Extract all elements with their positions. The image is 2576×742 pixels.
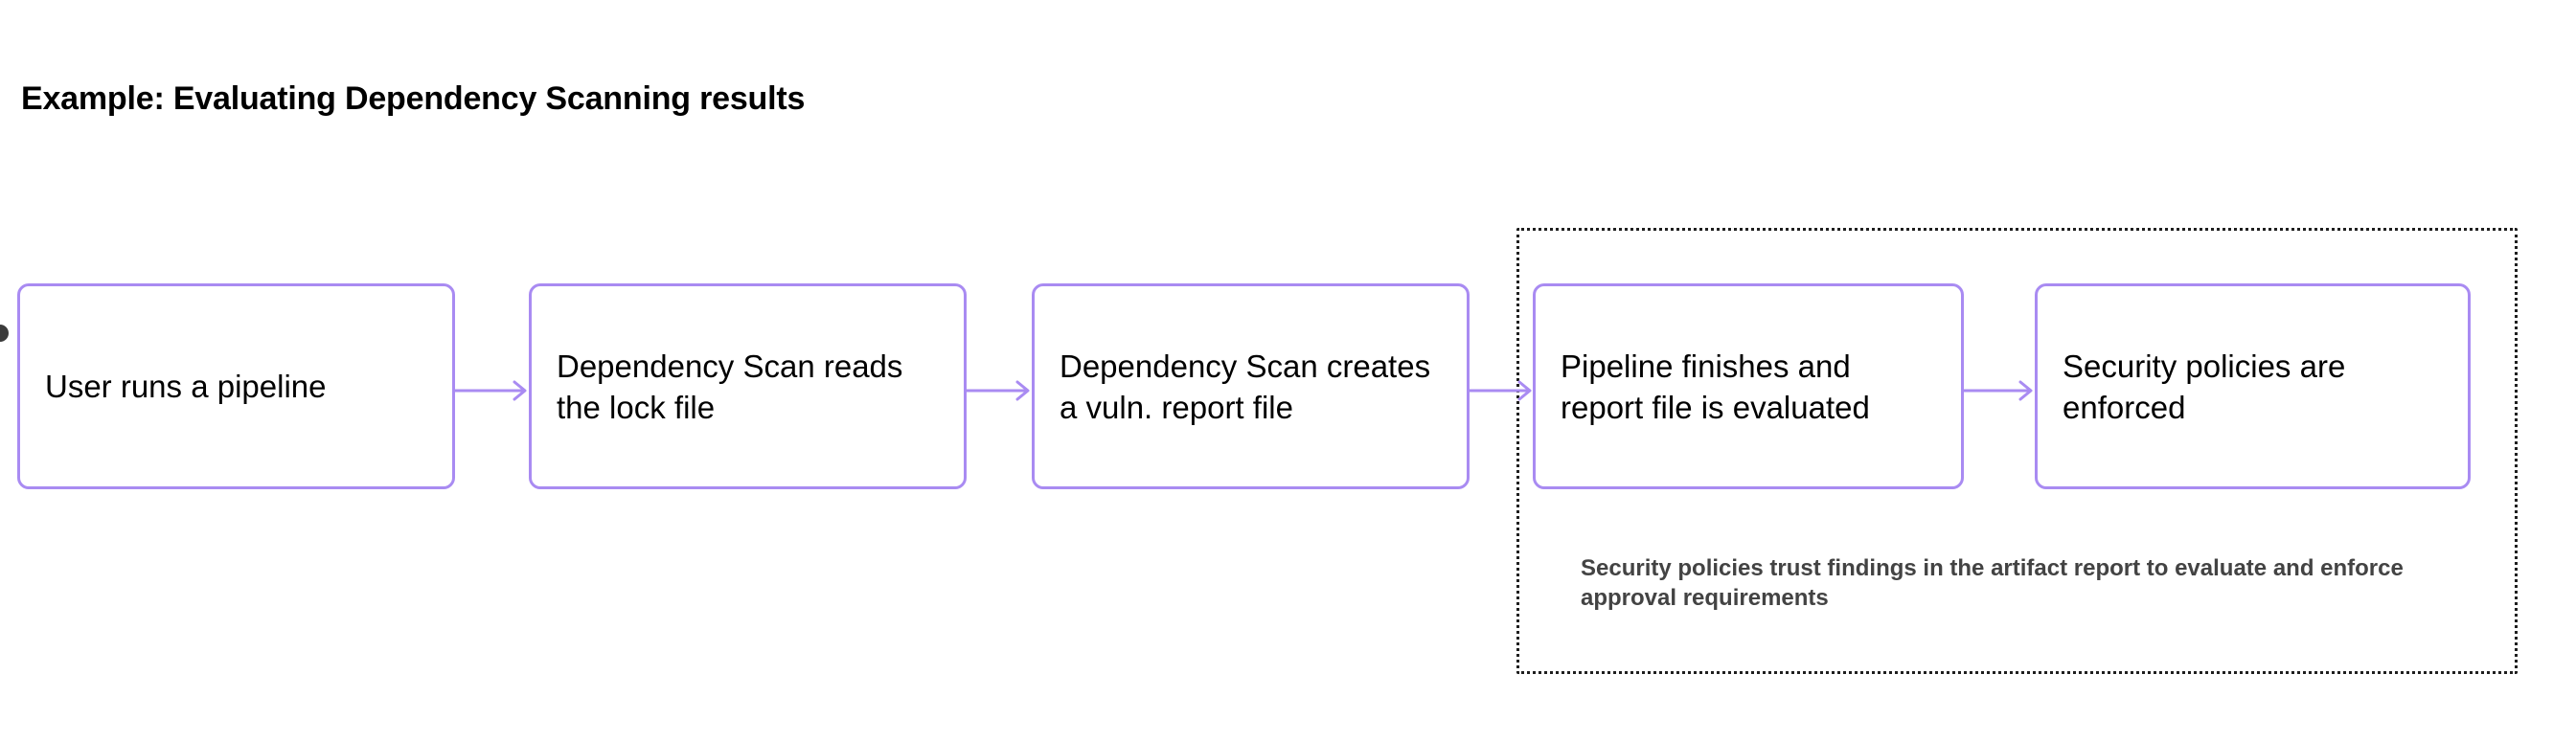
group-caption: Security policies trust findings in the … bbox=[1581, 555, 2404, 611]
arrow-node-2-to-node-3 bbox=[966, 380, 1030, 401]
flow-node-user-runs-a-pipeline[interactable]: User runs a pipeline bbox=[17, 283, 455, 489]
flow-node-pipeline-finishes-report-evaluated[interactable]: Pipeline finishes and report file is eva… bbox=[1533, 283, 1964, 489]
arrow-node-3-to-node-4 bbox=[1468, 380, 1532, 401]
flow-node-label: User runs a pipeline bbox=[45, 369, 327, 404]
arrow-node-1-to-node-2 bbox=[455, 380, 527, 401]
arrow-node-4-to-node-5 bbox=[1963, 380, 2033, 401]
flow-node-dependency-scan-reads-lock-file[interactable]: Dependency Scan reads the lock file bbox=[529, 283, 967, 489]
flow-node-label: Dependency Scan creates a vuln. report f… bbox=[1060, 348, 1431, 425]
flow-node-dependency-scan-creates-report[interactable]: Dependency Scan creates a vuln. report f… bbox=[1032, 283, 1470, 489]
group-frame bbox=[1516, 228, 2518, 674]
flow-node-label: Security policies are enforced bbox=[2063, 348, 2346, 425]
flow-node-security-policies-enforced[interactable]: Security policies are enforced bbox=[2035, 283, 2471, 489]
flow-node-label: Dependency Scan reads the lock file bbox=[557, 348, 903, 425]
flow-node-label: Pipeline finishes and report file is eva… bbox=[1561, 348, 1870, 425]
connection-handle-dot-icon bbox=[0, 325, 9, 342]
page-title: Example: Evaluating Dependency Scanning … bbox=[21, 80, 806, 117]
